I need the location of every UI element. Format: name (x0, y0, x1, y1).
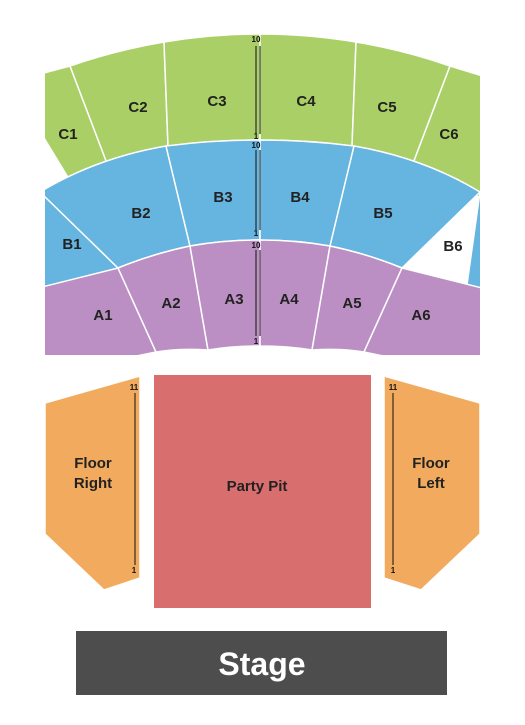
section-party-pit[interactable] (154, 375, 371, 608)
floor-left-label-line1: Floor (412, 455, 450, 472)
section-label-a2: A2 (161, 295, 180, 312)
section-label-b6: B6 (443, 238, 462, 255)
a-row-bottom: 1 (254, 337, 259, 346)
section-label-a3: A3 (224, 291, 243, 308)
floor-right-label-line2: Right (74, 475, 112, 492)
section-label-b3: B3 (213, 189, 232, 206)
section-label-a6: A6 (411, 307, 430, 324)
section-c6[interactable] (411, 65, 515, 206)
section-label-c5: C5 (377, 99, 396, 116)
section-c3[interactable] (163, 33, 261, 147)
section-label-c4: C4 (296, 93, 316, 110)
a-row-top: 10 (252, 241, 261, 250)
section-label-b5: B5 (373, 205, 392, 222)
section-label-c3: C3 (207, 93, 226, 110)
b-row-bottom: 1 (254, 229, 259, 238)
section-floor-right[interactable] (44, 375, 141, 591)
section-label-a1: A1 (93, 307, 112, 324)
section-b6[interactable] (463, 191, 525, 330)
section-label-b2: B2 (131, 205, 150, 222)
party-pit-label: Party Pit (227, 478, 288, 495)
floor-right-label-line1: Floor (74, 455, 112, 472)
floor-right-row-bottom: 1 (132, 566, 137, 575)
section-label-b4: B4 (290, 189, 310, 206)
section-floor-left[interactable] (383, 375, 481, 591)
floor-left-row-bottom: 1 (391, 566, 396, 575)
floor-right-row-top: 11 (130, 383, 139, 392)
section-label-c1: C1 (58, 126, 77, 143)
section-label-a5: A5 (342, 295, 361, 312)
section-a6[interactable] (362, 267, 500, 380)
floor-left-row-top: 11 (389, 383, 398, 392)
stage (76, 631, 447, 695)
b-row-top: 10 (252, 141, 261, 150)
c-row-top: 10 (252, 35, 261, 44)
section-label-c6: C6 (439, 126, 458, 143)
stage-label: Stage (218, 646, 305, 682)
section-label-c2: C2 (128, 99, 147, 116)
floor-left-label-line2: Left (417, 475, 445, 492)
section-c4[interactable] (259, 33, 357, 147)
section-label-a4: A4 (279, 291, 299, 308)
c-row-bottom: 1 (254, 132, 259, 141)
section-label-b1: B1 (62, 236, 81, 253)
